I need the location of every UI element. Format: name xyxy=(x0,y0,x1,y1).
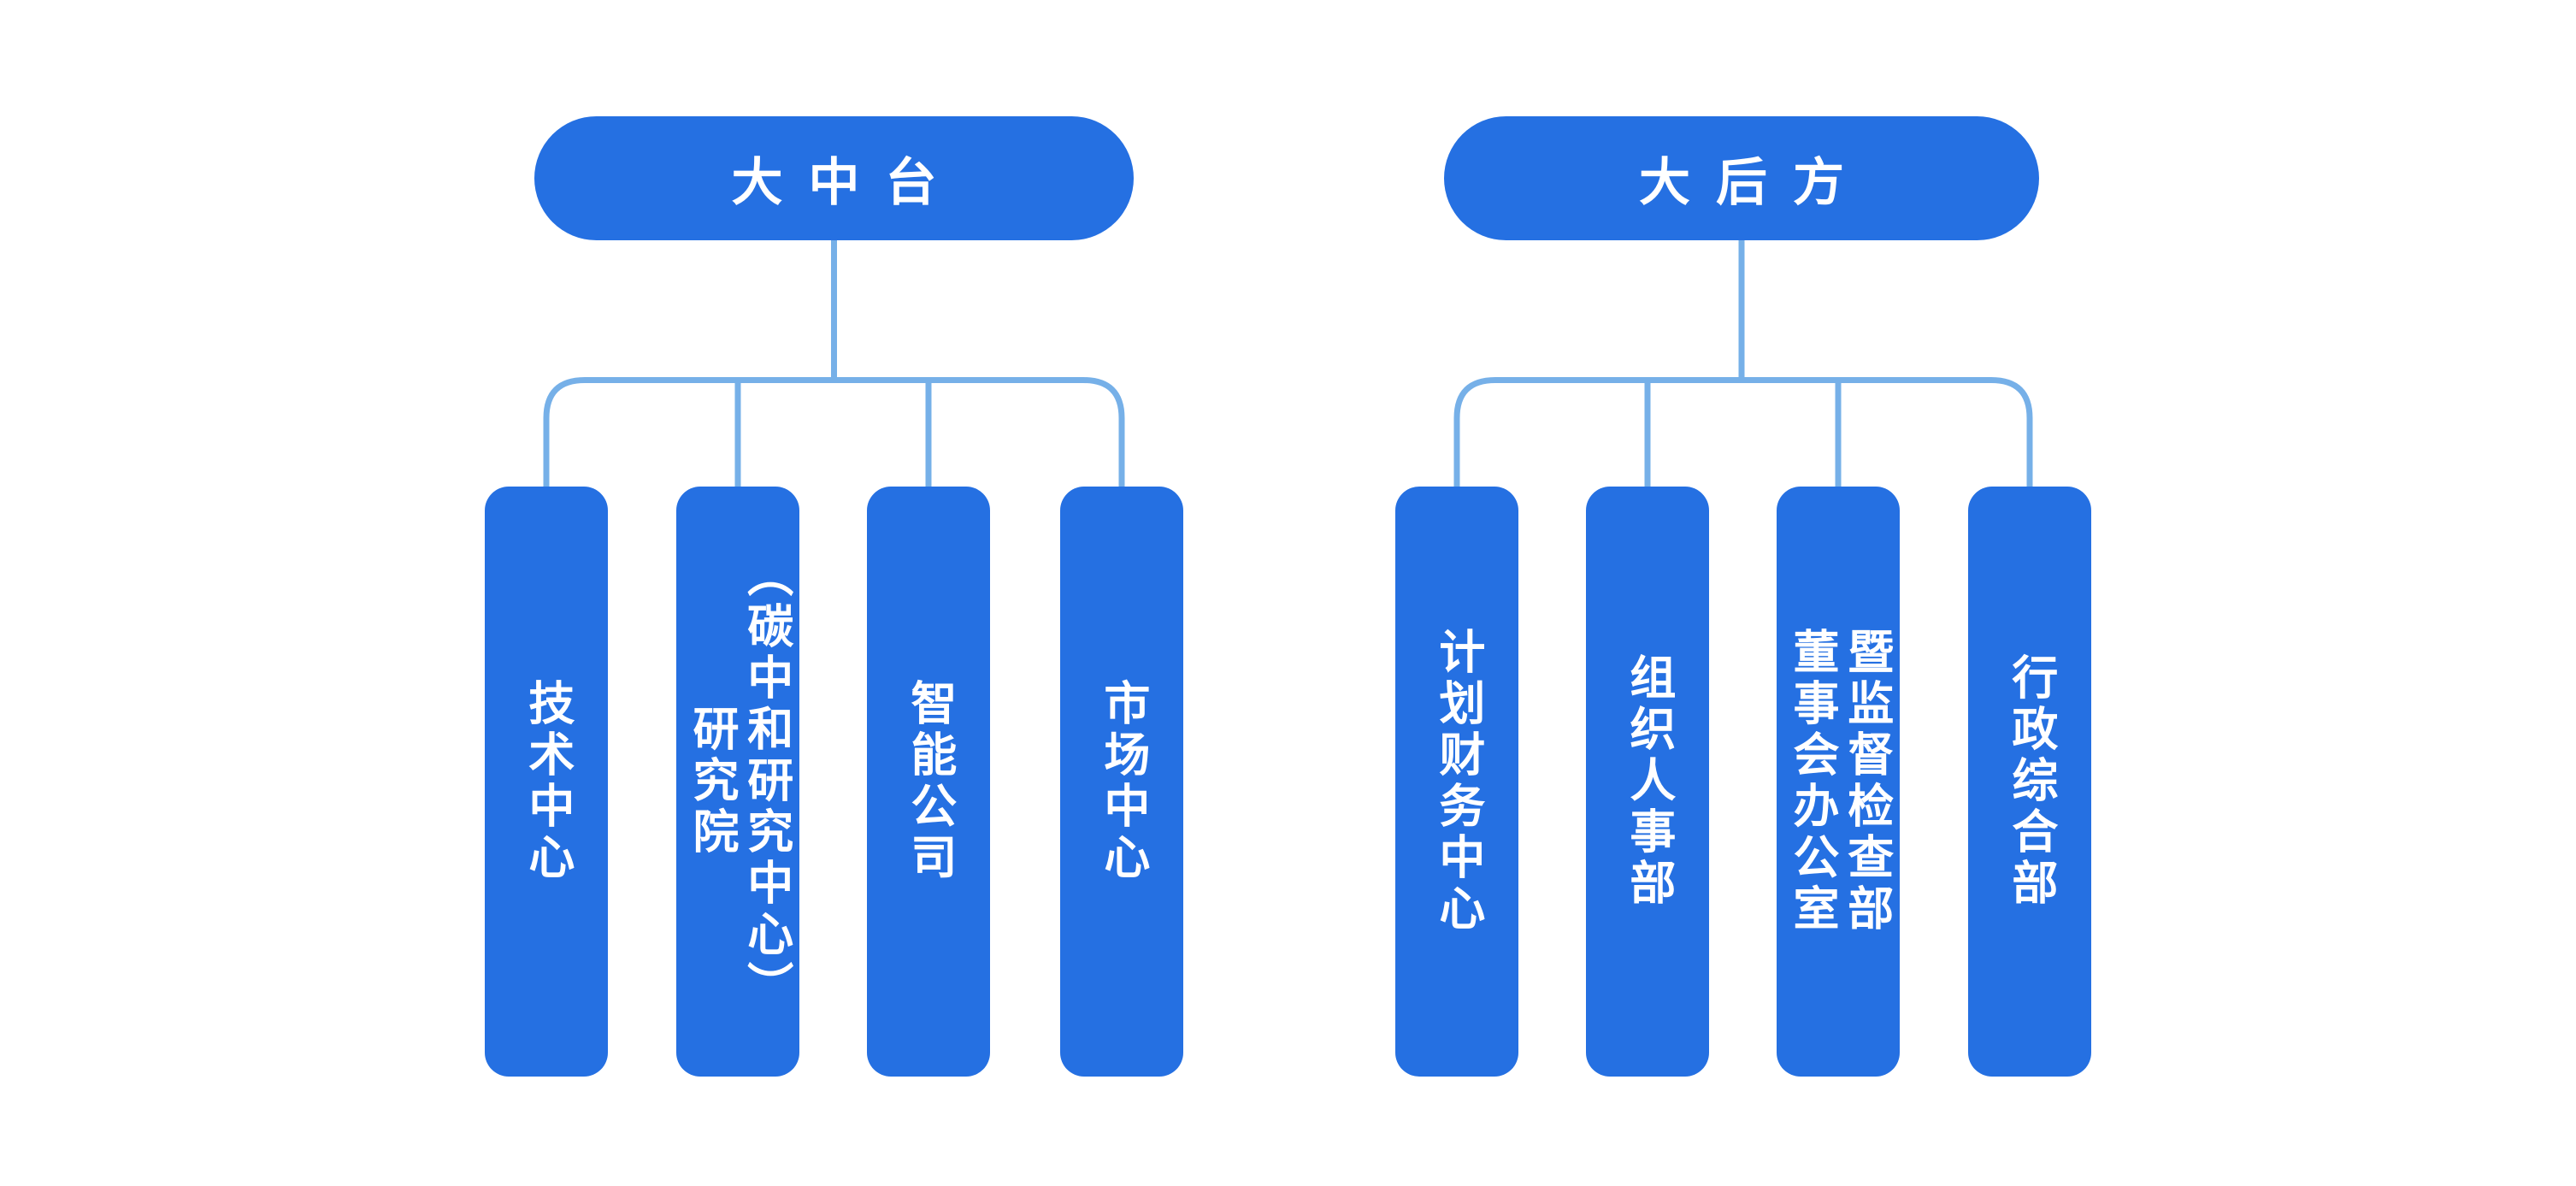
node-dazhongtai[interactable]: 大中台 xyxy=(534,116,1134,240)
node-planning-finance-center[interactable]: 计划财务中心 xyxy=(1395,487,1518,1077)
node-market-center[interactable]: 市场中心 xyxy=(1060,487,1183,1077)
connector-group2-bus xyxy=(1453,377,2033,492)
node-label: 研究院 （碳中和研究中心） xyxy=(686,551,792,1012)
connector-group1-bus xyxy=(543,377,1125,492)
node-label: 董事会办公室 暨监督检查部 xyxy=(1786,628,1892,935)
node-smart-company[interactable]: 智能公司 xyxy=(867,487,990,1077)
node-board-office-supervision-inspection-dept[interactable]: 董事会办公室 暨监督检查部 xyxy=(1777,487,1900,1077)
node-label: 市场中心 xyxy=(1096,679,1148,884)
node-organization-hr-dept[interactable]: 组织人事部 xyxy=(1586,487,1709,1077)
node-dahoufang[interactable]: 大后方 xyxy=(1444,116,2039,240)
node-label: 行政综合部 xyxy=(2004,653,2056,910)
node-tech-center[interactable]: 技术中心 xyxy=(485,487,608,1077)
node-label: 大中台 xyxy=(731,154,963,211)
node-label: 智能公司 xyxy=(903,679,955,884)
node-label: 组织人事部 xyxy=(1622,653,1674,910)
node-research-institute-carbon-neutral-center[interactable]: 研究院 （碳中和研究中心） xyxy=(676,487,799,1077)
node-label: 计划财务中心 xyxy=(1431,628,1483,935)
node-label: 大后方 xyxy=(1639,154,1870,211)
node-admin-general-dept[interactable]: 行政综合部 xyxy=(1968,487,2091,1077)
node-label: 技术中心 xyxy=(521,679,573,884)
